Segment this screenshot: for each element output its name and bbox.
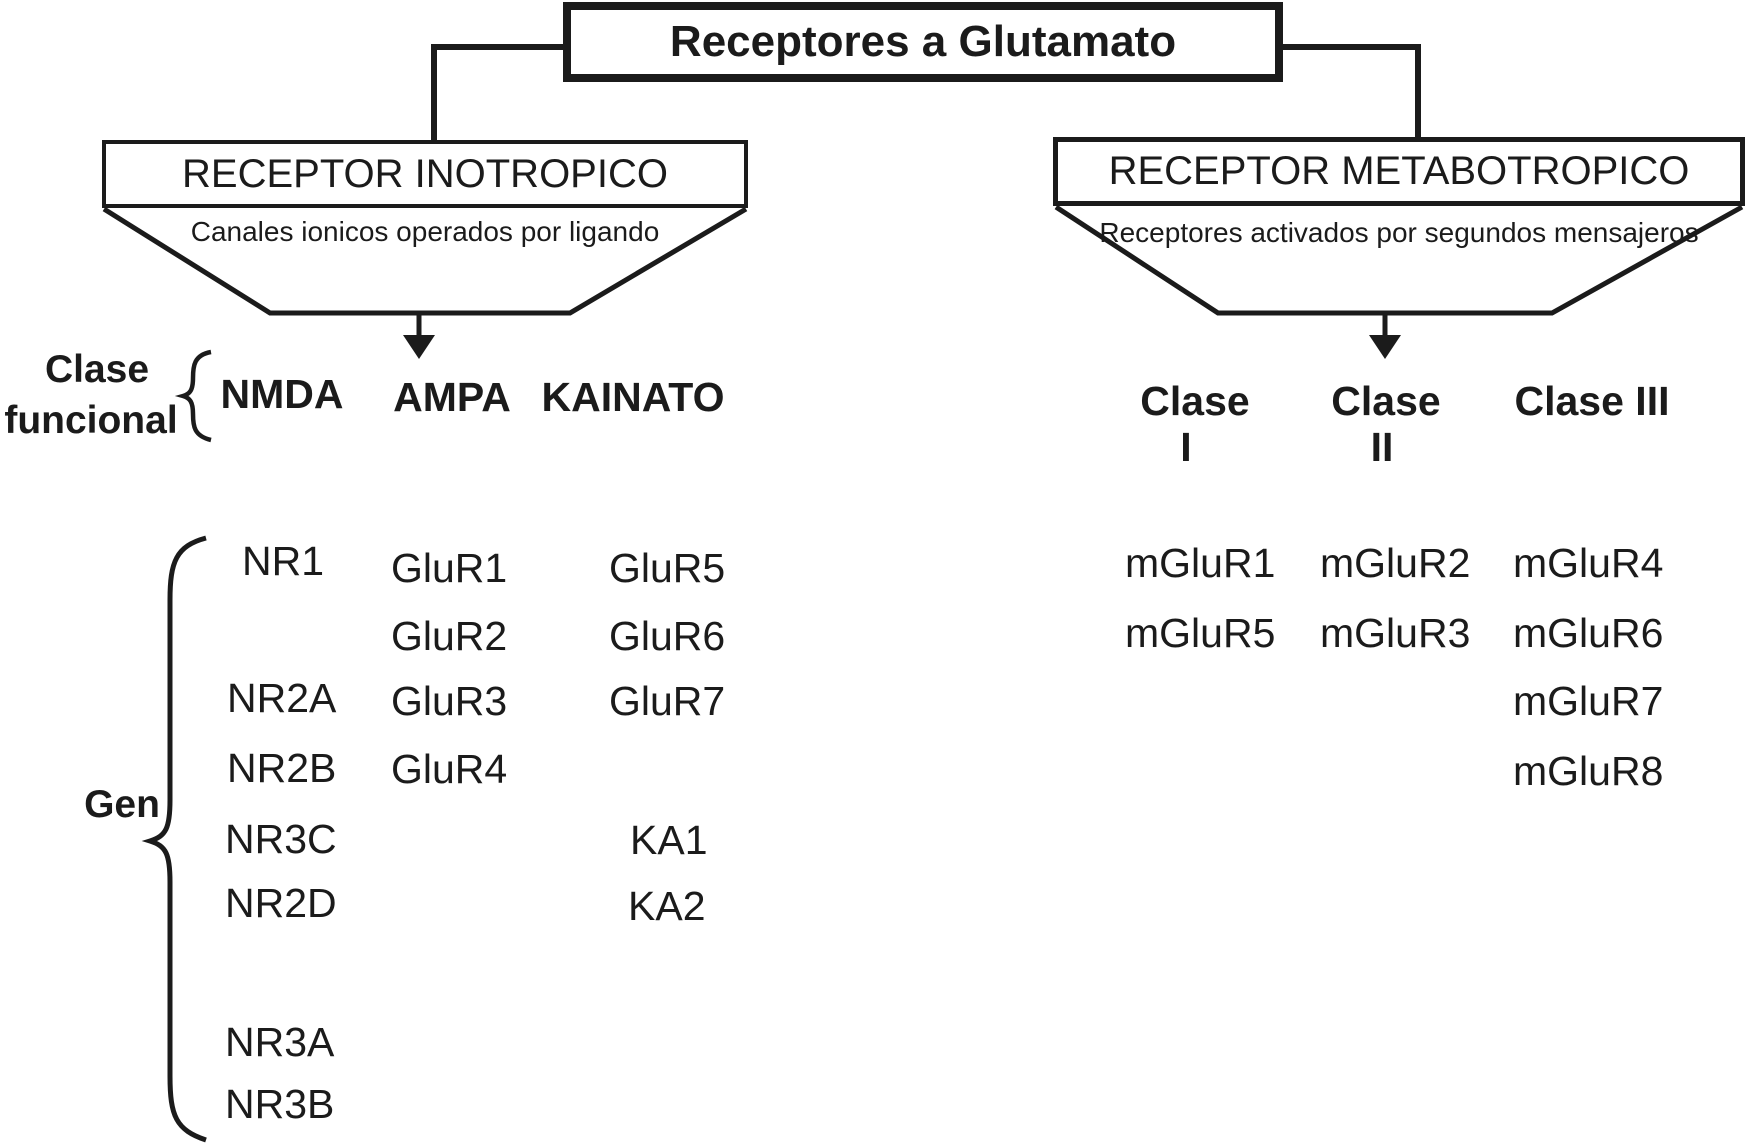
class-header-ampa: AMPA <box>393 374 511 420</box>
class-header-clase3: Clase III <box>1514 378 1670 424</box>
metabotropic-subtitle: Receptores activados por segundos mensaj… <box>1099 217 1699 248</box>
gene-label-nr1: NR1 <box>242 538 325 584</box>
title-box: Receptores a Glutamato <box>563 2 1283 82</box>
gene-label-glur2: GluR2 <box>391 613 508 659</box>
ionotropic-subtitle: Canales ionicos operados por ligando <box>190 216 660 247</box>
gene-brace-icon <box>141 535 207 1143</box>
gene-label-glur6: GluR6 <box>609 613 726 659</box>
gene-label-mglur2: mGluR2 <box>1320 540 1471 586</box>
gene-label-glur5: GluR5 <box>609 545 726 591</box>
gene-label-mglur4: mGluR4 <box>1513 540 1664 586</box>
class-header-clase1-line2: I <box>1180 424 1192 470</box>
gene-label-nr2a: NR2A <box>227 675 337 721</box>
gene-label: Gen <box>84 783 160 826</box>
ionotropic-receptor-title: RECEPTOR INOTROPICO <box>182 151 668 196</box>
ionotropic-receptor-box: RECEPTOR INOTROPICO <box>102 140 748 208</box>
gene-label-mglur1: mGluR1 <box>1125 540 1276 586</box>
gene-label-ka2: KA2 <box>628 883 706 929</box>
gene-label-nr3c: NR3C <box>225 816 337 862</box>
metabotropic-arrowhead-icon <box>1369 335 1401 359</box>
class-header-clase2-line2: II <box>1370 424 1394 470</box>
gene-label-nr3b: NR3B <box>225 1081 335 1127</box>
metabotropic-receptor-title: RECEPTOR METABOTROPICO <box>1108 149 1690 193</box>
gene-label-mglur8: mGluR8 <box>1513 748 1664 794</box>
class-header-clase2-line1: Clase <box>1331 378 1441 424</box>
ionotropic-arrowhead-icon <box>403 335 435 359</box>
gene-label-ka1: KA1 <box>630 817 708 863</box>
gene-label-glur3: GluR3 <box>391 678 508 724</box>
gene-label-mglur3: mGluR3 <box>1320 610 1471 656</box>
gene-label-nr2d: NR2D <box>225 880 337 926</box>
connector-title-to-metabotropic <box>1283 44 1421 137</box>
class-header-kainato: KAINATO <box>541 374 725 420</box>
class-header-nmda: NMDA <box>220 371 344 417</box>
gene-label-glur1: GluR1 <box>391 545 508 591</box>
functional-class-brace-icon <box>174 349 212 443</box>
connector-title-to-ionotropic <box>431 44 563 140</box>
functional-class-label-line1: Clase <box>44 348 150 391</box>
gene-label-mglur7: mGluR7 <box>1513 678 1664 724</box>
page-title: Receptores a Glutamato <box>669 17 1177 66</box>
gene-label-mglur5: mGluR5 <box>1125 610 1276 656</box>
gene-label-nr2b: NR2B <box>227 745 337 791</box>
gene-label-nr3a: NR3A <box>225 1019 335 1065</box>
functional-class-label-line2: funcional <box>4 399 178 442</box>
metabotropic-receptor-box: RECEPTOR METABOTROPICO <box>1053 137 1745 206</box>
gene-label-glur4: GluR4 <box>391 746 508 792</box>
class-header-clase1-line1: Clase <box>1140 378 1250 424</box>
gene-label-glur7: GluR7 <box>609 678 726 724</box>
gene-label-mglur6: mGluR6 <box>1513 610 1664 656</box>
